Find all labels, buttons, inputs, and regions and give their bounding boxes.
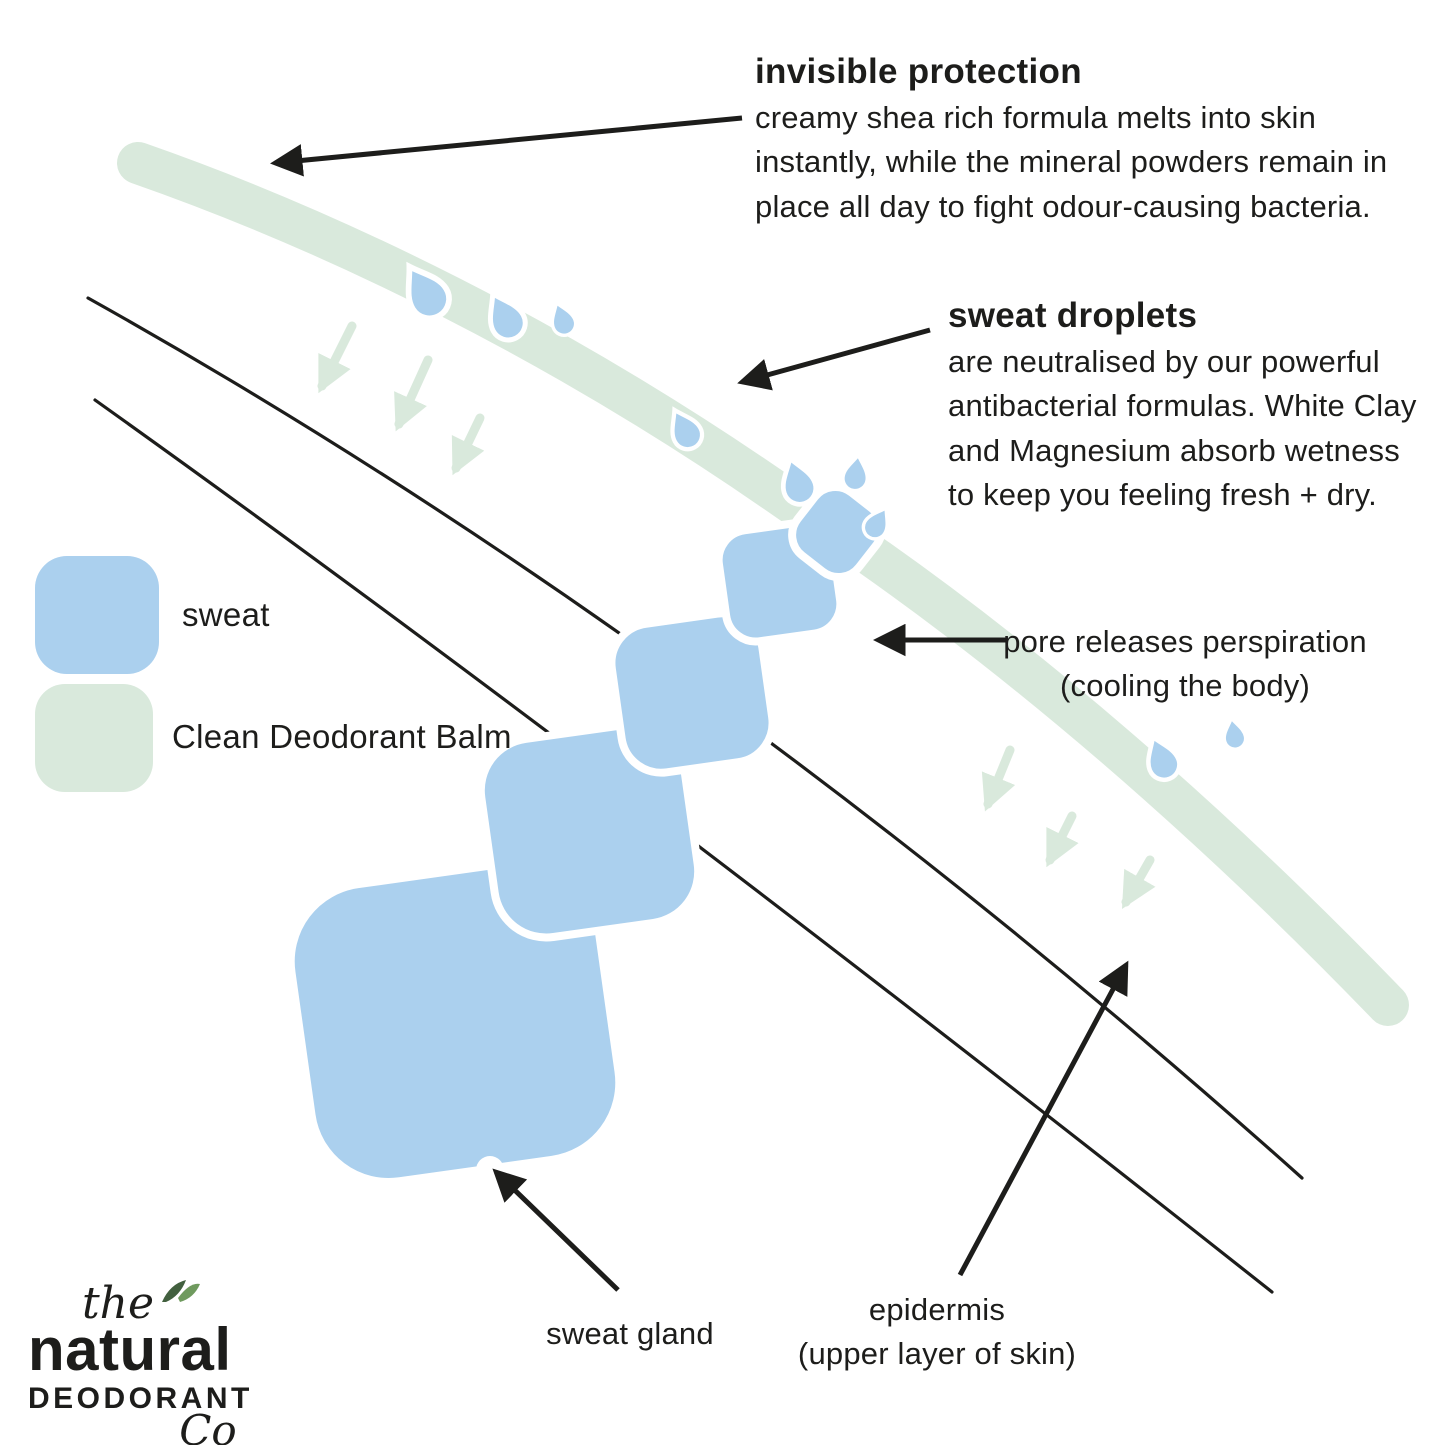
logo-co-row: Co: [108, 1410, 308, 1445]
invisible-protection-arrow: [270, 115, 743, 177]
sweat-droplets-arrow: [737, 327, 931, 391]
sweat-gland-note: sweat gland: [505, 1312, 755, 1356]
invisible-protection-body: creamy shea rich formula melts into skin…: [755, 100, 1388, 224]
sweat-droplets-body: are neutralised by our powerful antibact…: [948, 344, 1417, 512]
invisible-protection-title: invisible protection: [755, 52, 1082, 91]
legend-balm-label: Clean Deodorant Balm: [172, 718, 512, 755]
leaf-icon: [162, 1280, 201, 1302]
balm-arrow-right-2: [1045, 811, 1079, 868]
pore-note-line1: pore releases perspiration: [1003, 624, 1367, 659]
sweat-shapes: [286, 256, 1249, 1187]
epidermis-note: epidermis (upper layer of skin): [762, 1288, 1112, 1377]
balm-arrow-left-1: [317, 321, 357, 394]
logo-natural: natural: [28, 1316, 232, 1383]
sweat-pore-blob: [788, 482, 886, 582]
invisible-protection-note: invisible protection creamy shea rich fo…: [755, 52, 1410, 229]
sweat-droplet: [1219, 714, 1249, 753]
epidermis-label-line2: (upper layer of skin): [797, 1336, 1077, 1372]
logo-the: the: [82, 1278, 155, 1329]
sweat-droplets-note: sweat droplets are neutralised by our po…: [948, 296, 1423, 517]
balm-absorption-arrows: [317, 321, 1156, 910]
legend-balm-swatch: [35, 684, 153, 792]
pore-note: pore releases perspiration (cooling the …: [985, 620, 1385, 709]
pore-note-line2: (cooling the body): [1059, 668, 1311, 704]
sweat-gland-square-small: [607, 609, 777, 777]
balm-arrow-right-3: [1121, 855, 1156, 910]
balm-stroke-lower: [851, 535, 1409, 1026]
balm-arrow-right-1: [981, 745, 1016, 812]
legend-sweat-swatch: [35, 556, 159, 674]
logo-the-row: the: [82, 1278, 308, 1329]
brand-logo: the natural DEODORANT Co: [28, 1278, 308, 1445]
annotation-arrows: [270, 115, 1129, 1292]
epidermis-arrow: [957, 960, 1129, 1277]
balm-arrow-left-2: [394, 355, 433, 432]
sweat-gland-opening: [476, 1156, 504, 1184]
sweat-gland-label: sweat gland: [546, 1316, 714, 1351]
logo-deodorant: DEODORANT: [28, 1382, 253, 1415]
logo-co: Co: [179, 1406, 237, 1445]
sweat-droplet: [839, 451, 873, 495]
sweat-gland-square-large: [286, 857, 624, 1187]
legend-sweat-label: sweat: [182, 596, 270, 633]
sweat-droplets-title: sweat droplets: [948, 296, 1198, 335]
sweat-gland-square-medium: [476, 720, 703, 942]
balm-arrow-left-3: [451, 413, 485, 476]
sweat-gland-arrow: [492, 1168, 620, 1292]
epidermis-label-line1: epidermis: [868, 1292, 1006, 1327]
